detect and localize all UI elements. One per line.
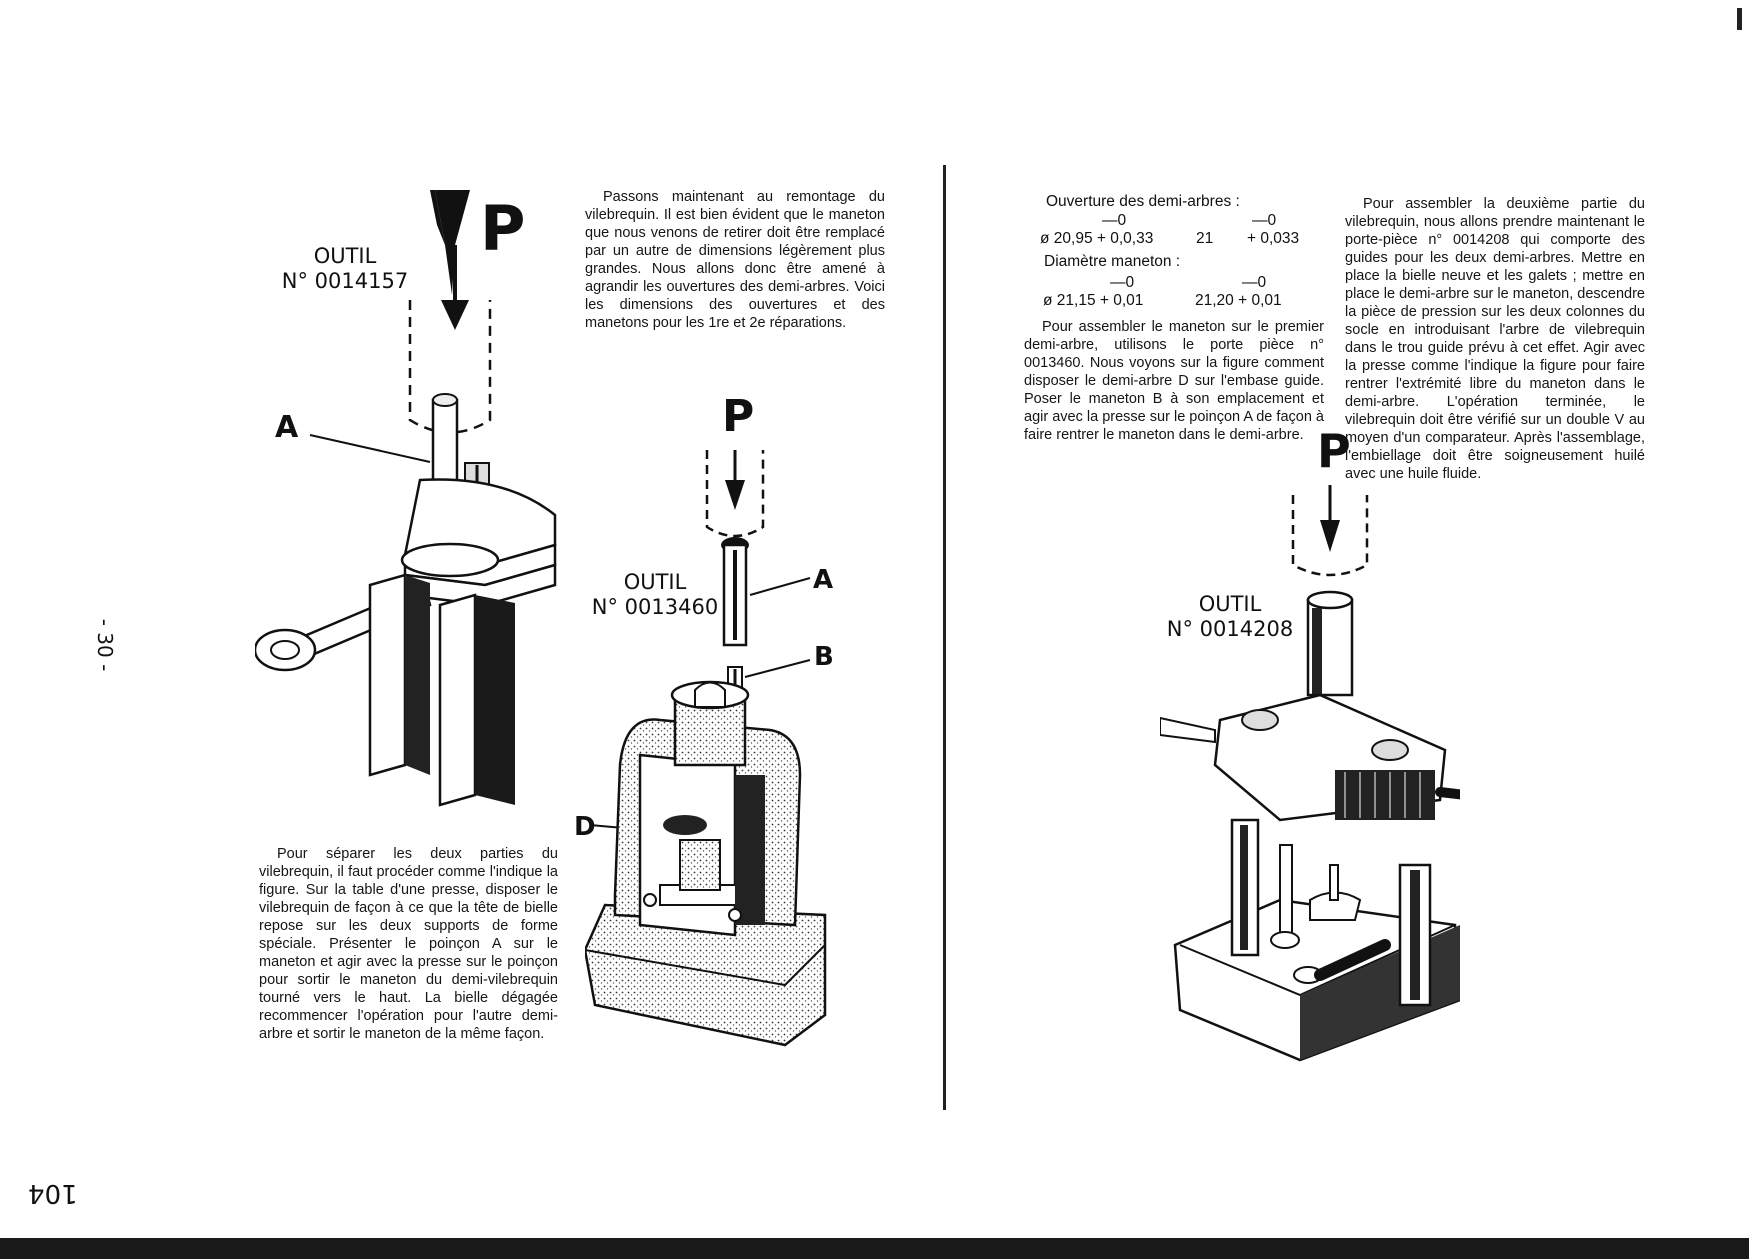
fig1-tool-number: N° 0014157 (281, 269, 409, 293)
dims-diametre-title: Diamètre maneton : (1044, 253, 1181, 270)
fig2-label-d: D (574, 812, 596, 842)
text-separer: Pour séparer les deux parties du vilebre… (259, 846, 558, 1042)
dims-diametre-val1: ø 21,15 + 0,01 (1043, 292, 1144, 309)
fig3-tool-number: N° 0014208 (1166, 617, 1294, 641)
text-assembler: Pour assembler le maneton sur le premier… (1024, 319, 1324, 443)
dims-ouverture-val2: 21 (1196, 230, 1214, 247)
fig3-tool-word: OUTIL (1198, 592, 1262, 616)
dims-diametre-tol2: —0 (1242, 274, 1267, 291)
dims-ouverture-title: Ouverture des demi-arbres : (1046, 193, 1240, 210)
page-divider (943, 165, 946, 1110)
fig2-illustration (585, 450, 827, 1047)
dims-diametre-tol1: —0 (1110, 274, 1135, 291)
bottom-scan-band (0, 1238, 1749, 1259)
fig2-force-letter: P (722, 391, 755, 442)
dims-ouverture-val3: + 0,033 (1247, 230, 1300, 247)
fig3-illustration (1160, 485, 1460, 1062)
fig1-tool-label: OUTIL N° 0014157 (270, 244, 420, 294)
fig1-force-letter: P (480, 192, 526, 265)
dims-ouverture-tol1: —0 (1102, 212, 1127, 229)
page-number: - 30 - (93, 618, 117, 672)
fig1-illustration (255, 190, 557, 807)
fig1-label-a: A (275, 410, 299, 445)
fig2-label-a: A (813, 565, 834, 595)
text-deuxieme: Pour assembler la deuxième partie du vil… (1345, 196, 1645, 482)
fig2-tool-word: OUTIL (623, 570, 687, 594)
fig3-tool-label: OUTIL N° 0014208 (1150, 592, 1310, 642)
fig2-tool-number: N° 0013460 (591, 595, 719, 619)
dims-ouverture-val1: ø 20,95 + 0,0,33 (1040, 230, 1154, 247)
fig1-tool-word: OUTIL (313, 244, 377, 268)
fig2-tool-label: OUTIL N° 0013460 (575, 570, 735, 620)
top-right-mark (1737, 8, 1742, 30)
folio: 104 (28, 1178, 78, 1208)
dims-ouverture-tol2: —0 (1252, 212, 1277, 229)
fig3-force-letter: P (1317, 424, 1351, 478)
text-remontage: Passons maintenant au remontage du vileb… (585, 189, 885, 331)
fig2-label-b: B (814, 642, 834, 672)
dims-diametre-val2: 21,20 + 0,01 (1195, 292, 1282, 309)
